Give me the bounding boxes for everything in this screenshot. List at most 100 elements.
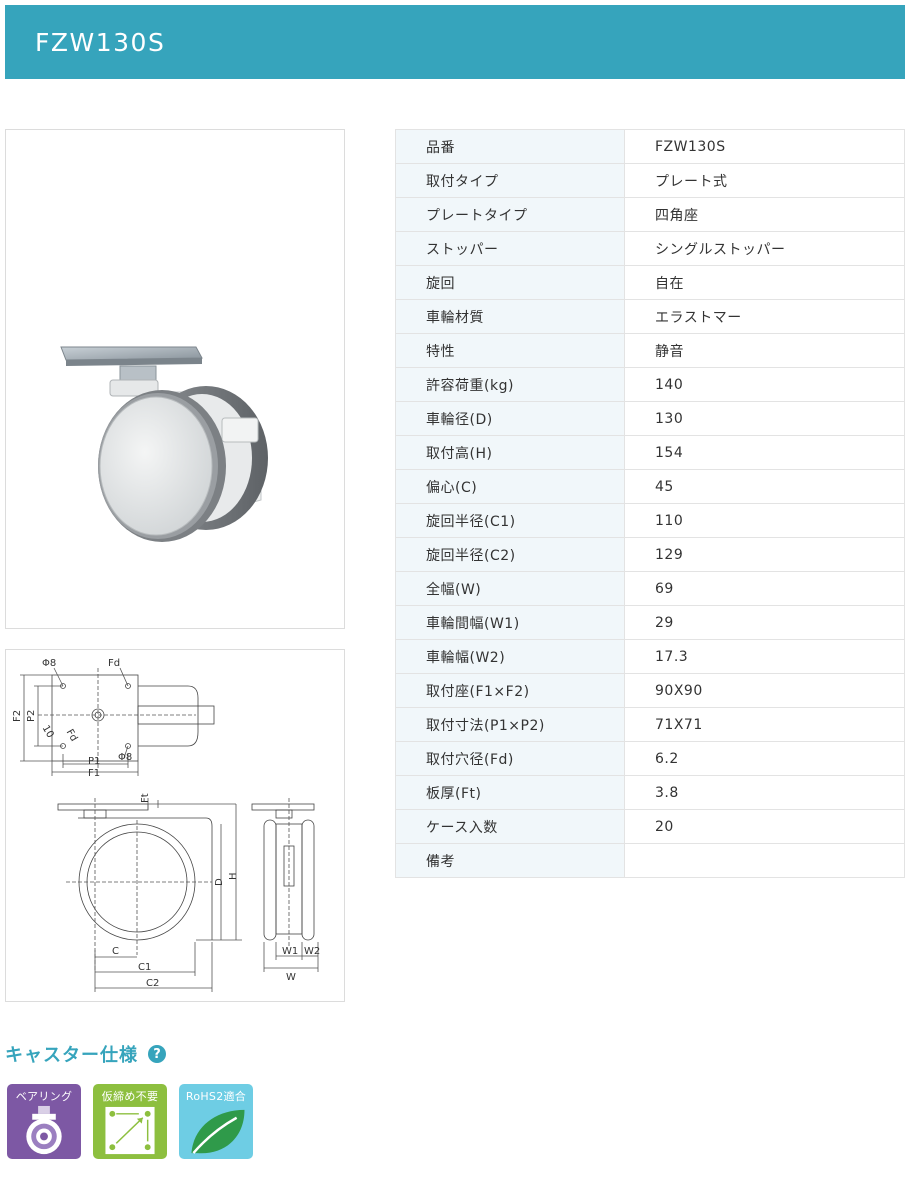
spec-value: プレート式 bbox=[624, 163, 905, 198]
w2-label: W2 bbox=[304, 946, 320, 957]
no-temporary-tightening-badge: 仮締め不要 bbox=[93, 1084, 167, 1159]
spec-value: 3.8 bbox=[624, 775, 905, 810]
spec-row: ストッパーシングルストッパー bbox=[395, 231, 905, 266]
spec-label: 特性 bbox=[395, 333, 625, 368]
spec-value: 140 bbox=[624, 367, 905, 402]
spec-row: 取付寸法(P1×P2)71X71 bbox=[395, 707, 905, 742]
spec-label: 取付タイプ bbox=[395, 163, 625, 198]
spec-label: 偏心(C) bbox=[395, 469, 625, 504]
ft-label: Ft bbox=[140, 793, 151, 803]
spec-label: 車輪径(D) bbox=[395, 401, 625, 436]
spec-row: 取付穴径(Fd)6.2 bbox=[395, 741, 905, 776]
feature-badges: ベアリング 仮締め不要 RoHS2適合 bbox=[7, 1084, 253, 1159]
rohs-badge: RoHS2適合 bbox=[179, 1084, 253, 1159]
spec-row: 板厚(Ft)3.8 bbox=[395, 775, 905, 810]
spec-label: 全幅(W) bbox=[395, 571, 625, 606]
temporary-badge-label: 仮締め不要 bbox=[101, 1090, 159, 1103]
spec-value: 静音 bbox=[624, 333, 905, 368]
spec-label: 許容荷重(kg) bbox=[395, 367, 625, 402]
spec-value: 自在 bbox=[624, 265, 905, 300]
spec-value: 17.3 bbox=[624, 639, 905, 674]
p1-label: P1 bbox=[88, 756, 100, 767]
spec-label: 旋回半径(C2) bbox=[395, 537, 625, 572]
spec-value: 130 bbox=[624, 401, 905, 436]
spec-value: 6.2 bbox=[624, 741, 905, 776]
spec-label: 取付座(F1×F2) bbox=[395, 673, 625, 708]
spec-value: 71X71 bbox=[624, 707, 905, 742]
caster-spec-title: キャスター仕様 bbox=[5, 1045, 138, 1066]
spec-row: 備考 bbox=[395, 843, 905, 878]
drawing-svg: Φ8 Fd Φ8 F2 P2 10 Fd P1 F1 Ft bbox=[12, 658, 320, 992]
spec-value: 129 bbox=[624, 537, 905, 572]
spec-row: 取付タイププレート式 bbox=[395, 163, 905, 198]
help-icon[interactable]: ? bbox=[148, 1045, 166, 1063]
spec-label: 車輪幅(W2) bbox=[395, 639, 625, 674]
spec-row: 全幅(W)69 bbox=[395, 571, 905, 606]
spec-row: 旋回半径(C2)129 bbox=[395, 537, 905, 572]
spec-value: 154 bbox=[624, 435, 905, 470]
spec-value: 110 bbox=[624, 503, 905, 538]
h-label: H bbox=[228, 872, 239, 880]
spec-label: 備考 bbox=[395, 843, 625, 878]
spec-label: 板厚(Ft) bbox=[395, 775, 625, 810]
spec-row: 旋回自在 bbox=[395, 265, 905, 300]
w-label: W bbox=[286, 972, 296, 983]
spec-row: 車輪径(D)130 bbox=[395, 401, 905, 436]
product-photo bbox=[5, 129, 345, 629]
phi8-top-label: Φ8 bbox=[42, 658, 56, 669]
caster-spec-heading: キャスター仕様 ? bbox=[5, 1040, 166, 1068]
c-label: C bbox=[112, 946, 119, 957]
spec-value: 29 bbox=[624, 605, 905, 640]
c1-label: C1 bbox=[138, 962, 151, 973]
d-label: D bbox=[214, 878, 225, 886]
spec-label: ストッパー bbox=[395, 231, 625, 266]
spec-value: FZW130S bbox=[624, 129, 905, 164]
spec-value: 20 bbox=[624, 809, 905, 844]
caster-image bbox=[60, 346, 268, 542]
spec-label: 取付穴径(Fd) bbox=[395, 741, 625, 776]
spec-value bbox=[624, 843, 905, 878]
spec-value: 69 bbox=[624, 571, 905, 606]
p2-label: P2 bbox=[26, 710, 37, 722]
spec-row: 偏心(C)45 bbox=[395, 469, 905, 504]
spec-label: 取付寸法(P1×P2) bbox=[395, 707, 625, 742]
plate-holes-icon bbox=[105, 1106, 155, 1155]
spec-row: 旋回半径(C1)110 bbox=[395, 503, 905, 538]
spec-label: 車輪材質 bbox=[395, 299, 625, 334]
f2-label: F2 bbox=[12, 710, 23, 722]
spec-row: プレートタイプ四角座 bbox=[395, 197, 905, 232]
spec-row: 取付高(H)154 bbox=[395, 435, 905, 470]
spec-label: 取付高(H) bbox=[395, 435, 625, 470]
spec-label: 品番 bbox=[395, 129, 625, 164]
spec-value: シングルストッパー bbox=[624, 231, 905, 266]
fd-small-label: Fd bbox=[64, 728, 80, 744]
w1-label: W1 bbox=[282, 946, 298, 957]
c2-label: C2 bbox=[146, 978, 159, 989]
spec-label: 車輪間幅(W1) bbox=[395, 605, 625, 640]
spec-row: 特性静音 bbox=[395, 333, 905, 368]
spec-value: 45 bbox=[624, 469, 905, 504]
spec-row: 車輪間幅(W1)29 bbox=[395, 605, 905, 640]
leaf-icon bbox=[191, 1109, 245, 1154]
spec-row: 取付座(F1×F2)90X90 bbox=[395, 673, 905, 708]
page-header: FZW130S bbox=[5, 5, 905, 79]
spec-value: 90X90 bbox=[624, 673, 905, 708]
spec-row: 車輪材質エラストマー bbox=[395, 299, 905, 334]
bearing-icon bbox=[26, 1105, 62, 1155]
spec-label: プレートタイプ bbox=[395, 197, 625, 232]
bearing-badge: ベアリング bbox=[7, 1084, 81, 1159]
product-title: FZW130S bbox=[35, 27, 166, 57]
dimension-drawing: Φ8 Fd Φ8 F2 P2 10 Fd P1 F1 Ft bbox=[5, 649, 345, 1002]
ten-label: 10 bbox=[40, 724, 56, 741]
bearing-badge-label: ベアリング bbox=[15, 1090, 73, 1103]
spec-row: 車輪幅(W2)17.3 bbox=[395, 639, 905, 674]
spec-label: 旋回 bbox=[395, 265, 625, 300]
spec-label: ケース入数 bbox=[395, 809, 625, 844]
rohs-badge-label: RoHS2適合 bbox=[185, 1090, 247, 1103]
spec-row: 許容荷重(kg)140 bbox=[395, 367, 905, 402]
phi8-bottom-label: Φ8 bbox=[118, 752, 132, 763]
spec-label: 旋回半径(C1) bbox=[395, 503, 625, 538]
